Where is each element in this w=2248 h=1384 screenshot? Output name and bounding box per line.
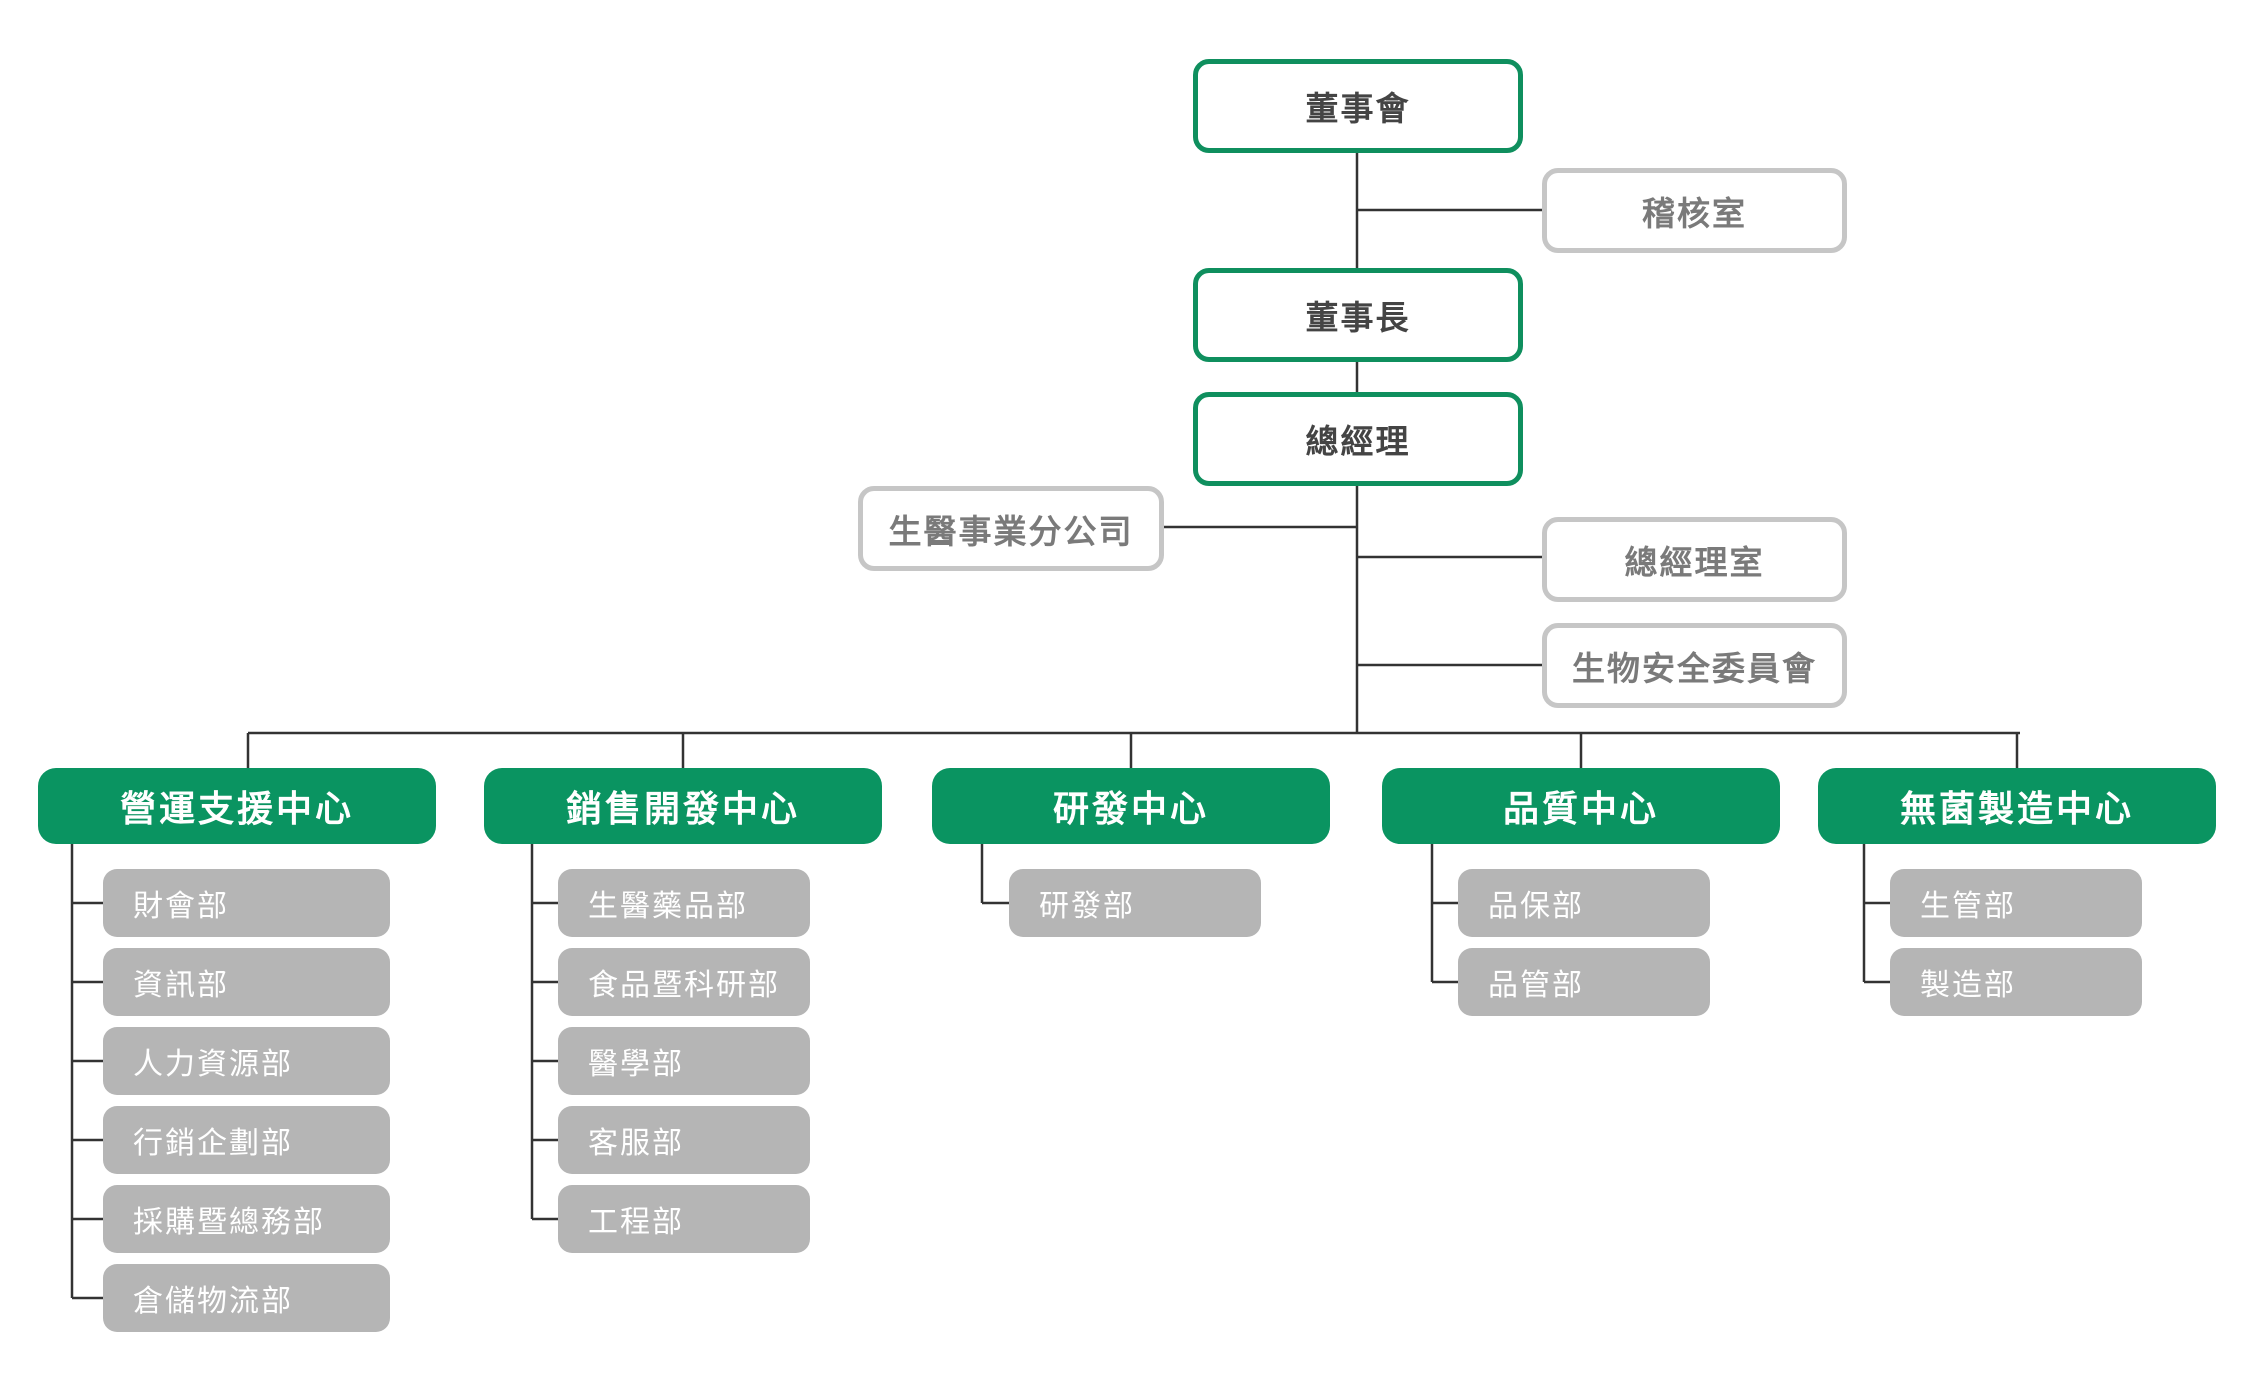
dept-label: 工程部: [588, 1205, 684, 1240]
dept-label: 生管部: [1920, 889, 2016, 924]
dept-label: 採購暨總務部: [133, 1205, 325, 1240]
dept-label: 製造部: [1920, 968, 2016, 1003]
center-label: 營運支援中心: [119, 789, 354, 830]
dept-label: 研發部: [1039, 889, 1135, 924]
chairman-node: 董事長: [1193, 268, 1523, 362]
dept-label: 生醫藥品部: [588, 889, 748, 924]
dept-node: 生醫藥品部: [558, 869, 810, 937]
center-node-quality: 品質中心: [1382, 768, 1780, 844]
dept-node: 生管部: [1890, 869, 2142, 937]
dept-node: 倉儲物流部: [103, 1264, 390, 1332]
biosafety-committee-label: 生物安全委員會: [1572, 648, 1817, 688]
dept-label: 客服部: [588, 1126, 684, 1161]
dept-label: 品管部: [1488, 968, 1584, 1003]
biomedical-branch-node: 生醫事業分公司: [858, 486, 1164, 571]
center-node-rnd: 研發中心: [932, 768, 1330, 844]
dept-node: 食品暨科研部: [558, 948, 810, 1016]
dept-label: 行銷企劃部: [133, 1126, 293, 1161]
center-label: 無菌製造中心: [1899, 789, 2134, 830]
center-node-operations: 營運支援中心: [38, 768, 436, 844]
center-label: 銷售開發中心: [565, 789, 800, 830]
dept-node: 醫學部: [558, 1027, 810, 1095]
dept-node: 行銷企劃部: [103, 1106, 390, 1174]
audit-node: 稽核室: [1542, 168, 1847, 253]
biosafety-committee-node: 生物安全委員會: [1542, 623, 1847, 708]
dept-label: 財會部: [133, 889, 229, 924]
dept-label: 品保部: [1488, 889, 1584, 924]
dept-node: 製造部: [1890, 948, 2142, 1016]
dept-node: 資訊部: [103, 948, 390, 1016]
dept-node: 人力資源部: [103, 1027, 390, 1095]
gm-node: 總經理: [1193, 392, 1523, 486]
biomedical-branch-label: 生醫事業分公司: [888, 511, 1134, 551]
dept-node: 品管部: [1458, 948, 1710, 1016]
gm-office-node: 總經理室: [1542, 517, 1847, 602]
chairman-label: 董事長: [1305, 298, 1411, 337]
dept-node: 客服部: [558, 1106, 810, 1174]
dept-label: 食品暨科研部: [588, 968, 780, 1003]
dept-node: 財會部: [103, 869, 390, 937]
dept-label: 資訊部: [133, 968, 229, 1003]
gm-office-label: 總經理室: [1624, 542, 1765, 582]
dept-node: 品保部: [1458, 869, 1710, 937]
board-node: 董事會: [1193, 59, 1523, 153]
dept-node: 研發部: [1009, 869, 1261, 937]
audit-label: 稽核室: [1642, 193, 1747, 233]
center-label: 研發中心: [1052, 789, 1209, 830]
center-label: 品質中心: [1502, 789, 1659, 830]
board-label: 董事會: [1305, 89, 1411, 128]
dept-label: 醫學部: [588, 1047, 684, 1082]
center-node-aseptic: 無菌製造中心: [1818, 768, 2216, 844]
dept-label: 人力資源部: [133, 1047, 293, 1082]
center-node-sales: 銷售開發中心: [484, 768, 882, 844]
gm-label: 總經理: [1305, 422, 1411, 461]
dept-node: 採購暨總務部: [103, 1185, 390, 1253]
dept-label: 倉儲物流部: [133, 1284, 293, 1319]
dept-node: 工程部: [558, 1185, 810, 1253]
